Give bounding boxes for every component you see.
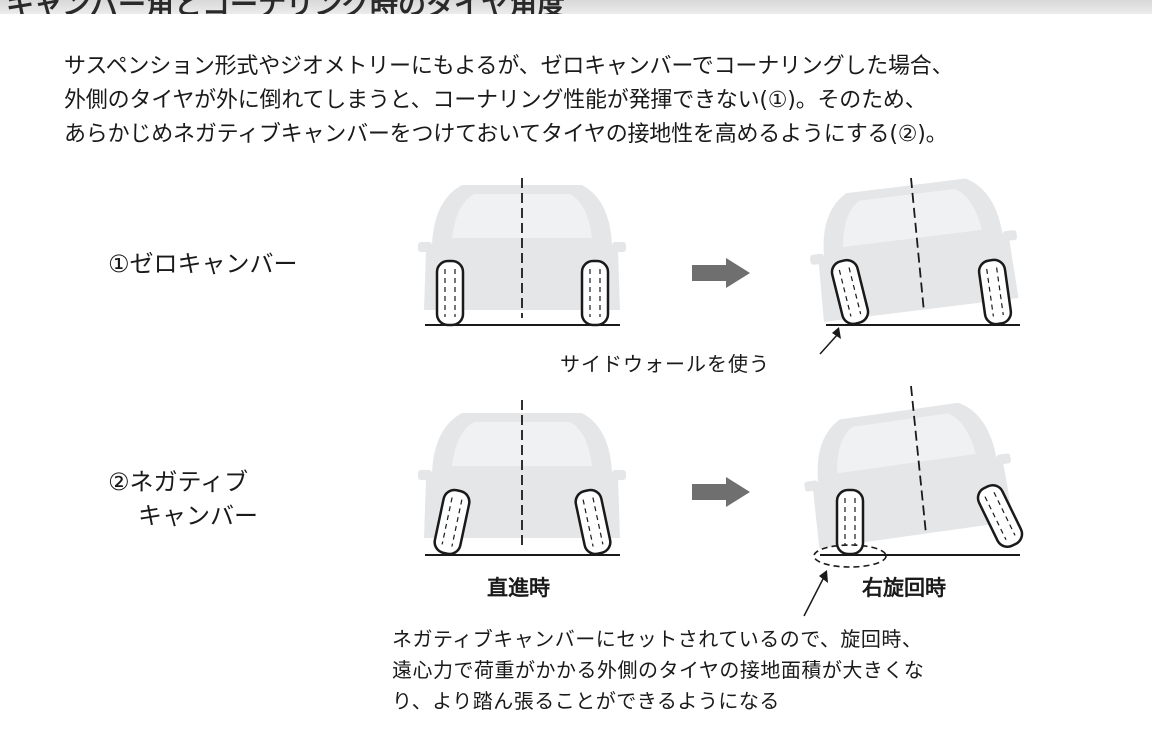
negative-camber-cornering-figure	[796, 385, 1027, 568]
contact-annotation-line-3: り、より踏ん張ることができるようになる	[392, 689, 780, 713]
section-title-band: キャンバー角とコーナリング時のタイヤ角度	[0, 0, 1152, 14]
turning-caption: 右旋回時	[862, 576, 946, 600]
contact-patch-highlight	[813, 544, 887, 568]
straight-caption: 直進時	[487, 576, 550, 600]
intro-line-3: あらかじめネガティブキャンバーをつけておいてタイヤの接地性を高めるようにする(②…	[64, 122, 948, 147]
transition-arrow-icon	[692, 477, 750, 507]
intro-line-1: サスペンション形式やジオメトリーにもよるが、ゼロキャンバーでコーナリングした場合…	[64, 54, 954, 79]
section-title: キャンバー角とコーナリング時のタイヤ角度	[6, 0, 565, 14]
zero-camber-straight-figure	[418, 178, 626, 327]
intro-paragraph: サスペンション形式やジオメトリーにもよるが、ゼロキャンバーでコーナリングした場合…	[64, 50, 1144, 152]
negative-camber-label-line-1: ②ネガティブ	[108, 468, 249, 496]
sidewall-annotation: サイドウォールを使う	[560, 352, 770, 376]
contact-annotation: ネガティブキャンバーにセットされているので、旋回時、 遠心力で荷重がかかる外側の…	[392, 624, 1112, 717]
sidewall-leader-line	[819, 333, 839, 355]
zero-camber-cornering-figure	[802, 173, 1025, 328]
negative-camber-straight-figure	[418, 400, 626, 558]
contact-annotation-line-2: 遠心力で荷重がかかる外側のタイヤの接地面積が大きくな	[392, 658, 925, 682]
negative-camber-label-line-2: キャンバー	[138, 502, 258, 530]
contact-annotation-line-1: ネガティブキャンバーにセットされているので、旋回時、	[392, 627, 923, 651]
zero-camber-label: ①ゼロキャンバー	[108, 250, 298, 278]
intro-line-2: 外側のタイヤが外に倒れてしまうと、コーナリング性能が発揮できない(①)。そのため…	[64, 88, 927, 113]
contact-leader-line	[803, 576, 825, 617]
transition-arrow-icon	[692, 258, 750, 288]
